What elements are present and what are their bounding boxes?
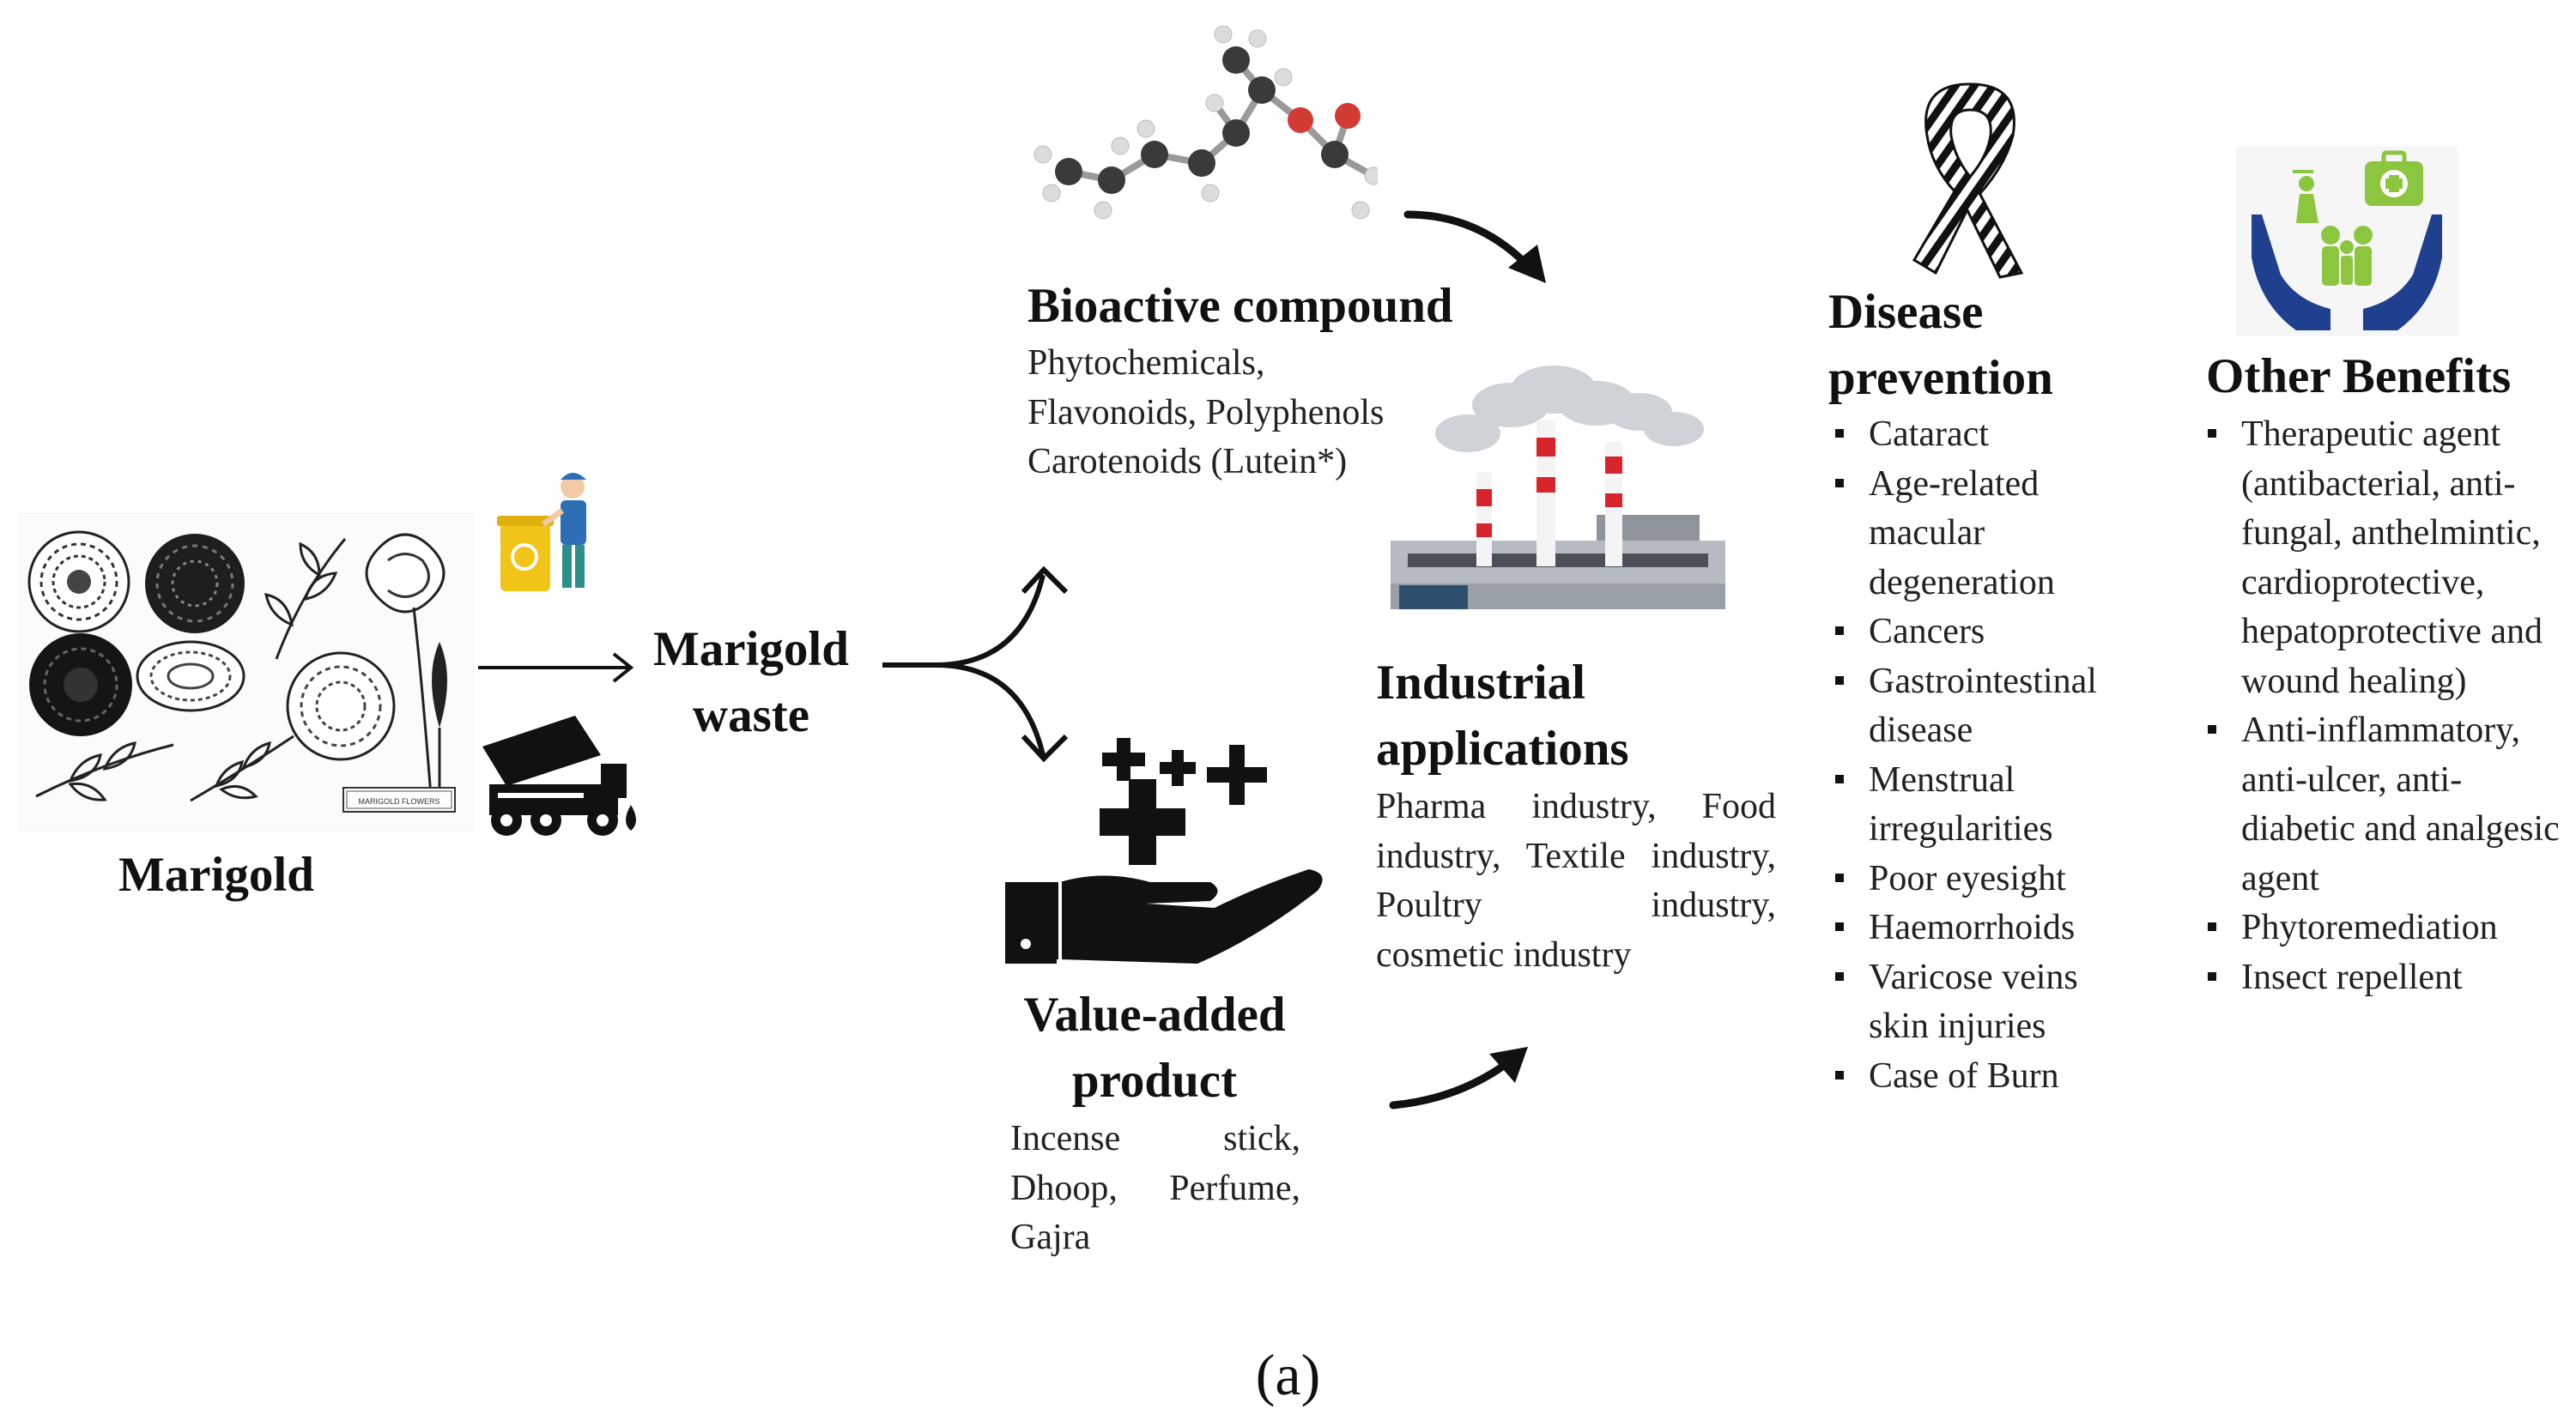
flower-icon <box>286 651 396 761</box>
industrial-title: Industrial applications <box>1376 650 1629 782</box>
value-hand-icon <box>1000 719 1330 977</box>
molecule-icon <box>1017 26 1378 257</box>
flower-icon <box>136 640 245 712</box>
disease-title: Disease prevention <box>1828 279 2053 411</box>
industrial-text: Pharma industry, Food industry, Textile … <box>1376 783 1776 980</box>
disease-item: Poor eyesight <box>1834 855 2130 904</box>
flower-icon <box>145 534 245 633</box>
figure-caption-text: (a) <box>1255 1342 1321 1407</box>
value-line: Gajra <box>1010 1218 1091 1257</box>
industrial-line: cosmetic industry <box>1376 934 1632 975</box>
leaf-icon <box>35 735 294 802</box>
disease-title-line1: Disease <box>1828 285 1984 339</box>
disease-item: Haemorrhoids <box>1834 904 2130 953</box>
value-text: Incense stick, Dhoop, Perfume, Gajra <box>1010 1115 1300 1263</box>
waste-title-line1: Marigold <box>653 622 849 676</box>
benefits-title: Other Benefits <box>2206 349 2512 403</box>
dump-truck-icon <box>472 712 644 841</box>
flower-icon <box>27 530 130 633</box>
value-title-line1: Value-added <box>1023 988 1286 1042</box>
benefits-item: Phytoremediation <box>2206 904 2567 953</box>
disease-item: Cancers <box>1834 608 2130 657</box>
marigold-title: Marigold <box>118 848 314 902</box>
value-line: Incense stick, <box>1010 1119 1300 1158</box>
awareness-ribbon-icon <box>1901 76 2039 281</box>
disease-item: Varicose veins skin injuries <box>1834 953 2130 1052</box>
benefits-item: Therapeutic agent (antibacterial, anti-f… <box>2206 410 2567 706</box>
waste-title: Marigold waste <box>648 616 854 748</box>
industrial-line: industry, Textile industry, <box>1376 836 1776 876</box>
waste-worker-icon <box>494 468 601 609</box>
value-title: Value-added product <box>1000 982 1309 1114</box>
disease-item: Menstrual irregularities <box>1834 756 2130 855</box>
arrow-to-waste <box>476 650 635 685</box>
health-hands-icon <box>2236 146 2458 336</box>
industrial-title-line2: applications <box>1376 722 1629 776</box>
disease-list: Cataract Age-related macular degeneratio… <box>1834 410 2130 1101</box>
arrow-to-industrial-top <box>1403 197 1554 287</box>
label-card: MARIGOLD FLOWERS <box>342 787 456 813</box>
arrow-to-industrial-bottom <box>1386 1038 1537 1116</box>
benefits-item: Insect repellent <box>2206 953 2567 1003</box>
disease-item: Cataract <box>1834 410 2130 460</box>
label-card-text: MARIGOLD FLOWERS <box>358 797 439 806</box>
bioactive-line: Phytochemicals, <box>1027 343 1265 383</box>
bioactive-line: Flavonoids, Polyphenols <box>1027 392 1385 432</box>
figure-caption: (a) <box>0 1340 2576 1409</box>
disease-title-line2: prevention <box>1828 351 2053 405</box>
split-arrow <box>876 541 1116 789</box>
flower-icon <box>29 633 132 736</box>
factory-icon <box>1382 360 1734 626</box>
benefits-item: Anti-inflammatory, anti-ulcer, anti-diab… <box>2206 706 2567 904</box>
value-title-line2: product <box>1071 1054 1238 1108</box>
marigold-illustration: MARIGOLD FLOWERS <box>19 513 474 832</box>
value-line: Dhoop, Perfume, <box>1010 1168 1300 1208</box>
industrial-line: Poultry industry, <box>1376 886 1776 925</box>
flower-icon <box>365 533 445 797</box>
bioactive-line: Carotenoids (Lutein*) <box>1027 442 1348 481</box>
industrial-line: Pharma industry, Food <box>1376 787 1776 826</box>
bioactive-title: Bioactive compound <box>1027 279 1453 333</box>
leaf-icon <box>264 538 347 660</box>
bioactive-text: Phytochemicals, Flavonoids, Polyphenols … <box>1027 339 1431 487</box>
waste-title-line2: waste <box>692 688 810 742</box>
industrial-title-line1: Industrial <box>1376 656 1585 710</box>
disease-item: Gastrointestinal disease <box>1834 657 2130 756</box>
benefits-list: Therapeutic agent (antibacterial, anti-f… <box>2206 410 2567 1002</box>
disease-item: Case of Burn <box>1834 1052 2130 1102</box>
disease-item: Age-related macular degeneration <box>1834 460 2130 608</box>
